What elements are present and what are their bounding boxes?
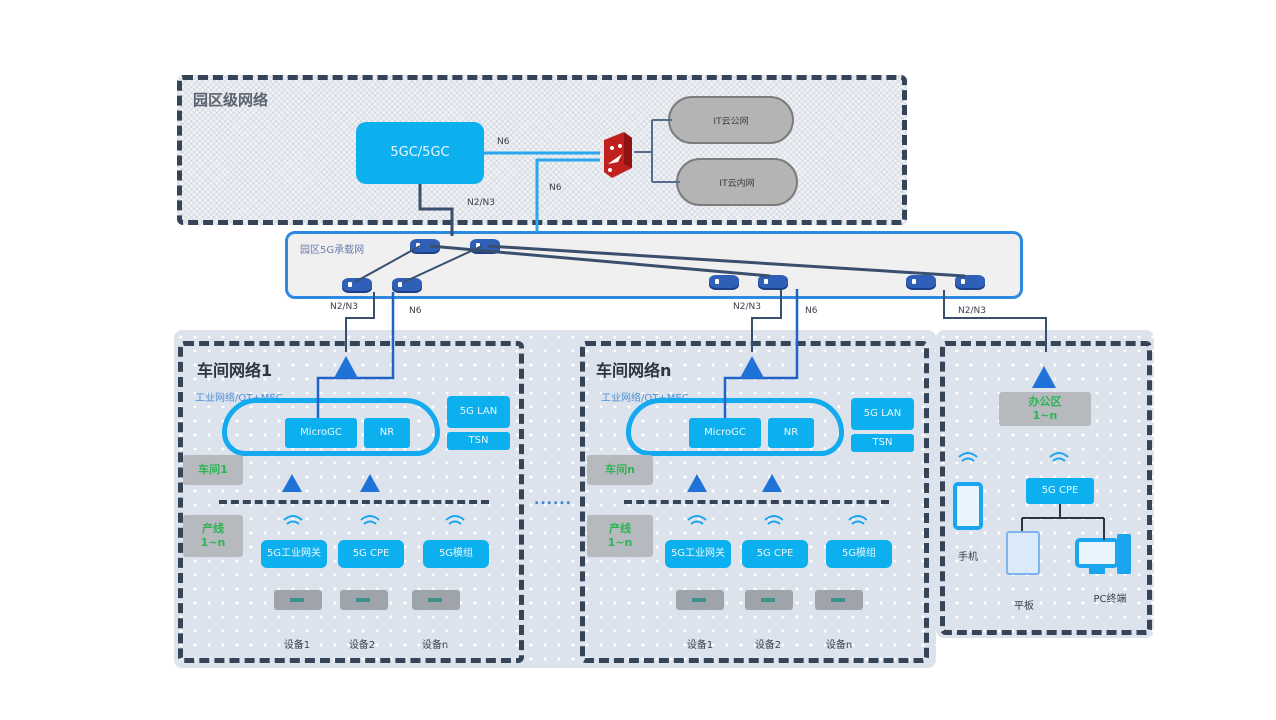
tablet-icon <box>1006 531 1040 575</box>
it-cloud-public-label: IT云公网 <box>713 116 749 127</box>
link-label-n6-mid: N6 <box>549 183 562 193</box>
workshop-n-nr-box[interactable]: NR <box>768 418 814 448</box>
workshop-1-device-2-label: 设备2 <box>348 640 376 651</box>
workshop-n-tsn-box[interactable]: TSN <box>851 434 914 452</box>
office-cpe-box[interactable]: 5G CPE <box>1026 478 1094 504</box>
workshop-1-tsn-box[interactable]: TSN <box>447 432 510 450</box>
router-core-1 <box>410 239 440 252</box>
office-device-pc-label: PC终端 <box>1093 594 1127 605</box>
workshop-n-separator <box>624 500 889 504</box>
pc-icon <box>1075 532 1133 578</box>
link-label-ws1-n6: N6 <box>409 306 422 316</box>
link-label-ws1-n2n3: N2/N3 <box>330 302 358 312</box>
workshop-n-terminal-cpe[interactable]: 5G CPE <box>742 540 808 568</box>
workshop-n-line-tag-label: 产线 1~n <box>607 522 633 549</box>
workshop-1-device-1-label: 设备1 <box>283 640 311 651</box>
link-label-wsn-n6: N6 <box>805 306 818 316</box>
workshop-area-background <box>174 330 936 668</box>
router-access-1 <box>342 278 372 291</box>
workshop-1-terminal-cpe[interactable]: 5G CPE <box>338 540 404 568</box>
it-cloud-private-label: IT云内网 <box>719 178 755 189</box>
phone-icon <box>953 482 983 530</box>
workshop-1-terminal-gateway[interactable]: 5G工业网关 <box>261 540 327 568</box>
bearer-network-title: 园区5G承载网 <box>300 245 365 256</box>
office-device-phone-label: 手机 <box>958 552 978 563</box>
workshop-1-line-tag: 产线 1~n <box>183 515 243 557</box>
workshop-n-cloud-label: 工业网络/OT+MEC <box>601 393 689 404</box>
campus-network-panel <box>177 75 907 225</box>
workshop-1-line-tag-label: 产线 1~n <box>200 522 226 549</box>
router-access-6 <box>955 275 985 288</box>
workshop-n-title: 车间网络n <box>596 361 672 380</box>
workshop-1-5glan-box[interactable]: 5G LAN <box>447 396 510 428</box>
workshop-1-title: 车间网络1 <box>197 361 273 380</box>
router-core-2 <box>470 239 500 252</box>
office-area-tag: 办公区 1~n <box>999 392 1091 426</box>
workshop-n-microgc-box[interactable]: MicroGC <box>689 418 761 448</box>
workshop-n-device-1-label: 设备1 <box>686 640 714 651</box>
link-label-wsn-n2n3: N2/N3 <box>733 302 761 312</box>
workshop-n-5glan-box[interactable]: 5G LAN <box>851 398 914 430</box>
it-cloud-private: IT云内网 <box>676 158 798 206</box>
campus-network-title: 园区级网络 <box>193 91 269 109</box>
link-label-n2n3-top: N2/N3 <box>467 198 495 208</box>
it-cloud-public: IT云公网 <box>668 96 794 144</box>
workshop-1-separator <box>219 500 489 504</box>
firewall-icon <box>598 128 634 180</box>
office-device-tablet-label: 平板 <box>1014 601 1034 612</box>
workshop-n-line-tag: 产线 1~n <box>587 515 653 557</box>
workshop-1-area-tag: 车间1 <box>183 455 243 485</box>
core-network-box[interactable]: 5GC/5GC <box>356 122 484 184</box>
link-label-office-n2n3: N2/N3 <box>958 306 986 316</box>
router-access-2 <box>392 278 422 291</box>
workshop-1-nr-box[interactable]: NR <box>364 418 410 448</box>
link-label-n6-top: N6 <box>497 137 510 147</box>
office-area-tag-label: 办公区 1~n <box>1028 395 1062 422</box>
workshop-n-device-n-label: 设备n <box>825 640 853 651</box>
workshop-1-device-n-label: 设备n <box>421 640 449 651</box>
workshop-n-terminal-module[interactable]: 5G模组 <box>826 540 892 568</box>
router-access-4 <box>758 275 788 288</box>
workshop-1-terminal-module[interactable]: 5G模组 <box>423 540 489 568</box>
workshop-1-cloud-label: 工业网络/OT+MEC <box>195 393 283 404</box>
workshop-n-device-2-label: 设备2 <box>754 640 782 651</box>
workshop-1-microgc-box[interactable]: MicroGC <box>285 418 357 448</box>
router-access-3 <box>709 275 739 288</box>
workshop-n-area-tag: 车间n <box>587 455 653 485</box>
workshop-ellipsis: ...... <box>534 492 572 508</box>
workshop-n-terminal-gateway[interactable]: 5G工业网关 <box>665 540 731 568</box>
router-access-5 <box>906 275 936 288</box>
